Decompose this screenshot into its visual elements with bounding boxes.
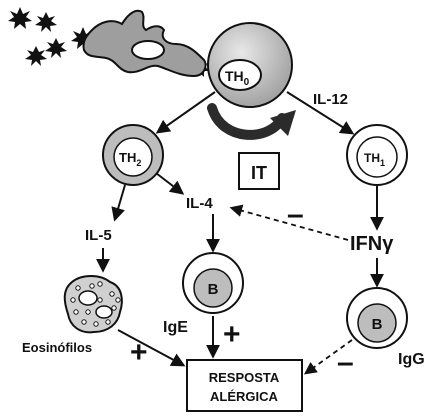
plus-sign-ige: +: [223, 318, 241, 351]
arrow-th2-to-il4: [155, 172, 185, 195]
th0-nucleus: [218, 59, 262, 91]
eosinophils-label: Eosinófilos: [22, 340, 92, 355]
th2-cell: TH2: [102, 124, 164, 186]
allergic-response-box: RESPOSTA ALÉRGICA: [186, 359, 303, 412]
minus-sign-igg: –: [337, 346, 354, 379]
igg-label: IgG: [398, 351, 425, 368]
th2-label: TH2: [119, 150, 141, 168]
arrow-th2-to-il5: [111, 184, 126, 222]
starburst-icon: [8, 7, 32, 29]
ifn-gamma-label: IFNγ: [350, 233, 394, 255]
it-box: IT: [238, 152, 280, 190]
arrow-th0-to-th2: [155, 91, 216, 134]
starburst-icon: [25, 46, 47, 66]
th1-label: TH1: [364, 151, 385, 168]
response-line1: RESPOSTA: [209, 370, 280, 385]
th0-cell: TH0: [207, 22, 293, 108]
svg-text:B: B: [372, 316, 383, 333]
b-cell-igg: B: [346, 287, 408, 349]
apc-nucleus: [131, 40, 165, 60]
il12-label: IL-12: [313, 91, 348, 108]
arrow-th0-to-th1: [286, 91, 355, 135]
svg-text:B: B: [208, 281, 219, 298]
ige-label: IgE: [163, 319, 188, 336]
curved-arrowhead: [270, 110, 296, 136]
th0-label: TH0: [225, 68, 250, 88]
b-cell-ige: B: [182, 252, 244, 314]
response-line2: ALÉRGICA: [210, 389, 279, 404]
th1-cell: TH1: [346, 124, 408, 186]
dendritic-cell-icon: [82, 9, 207, 78]
il5-label: IL-5: [85, 227, 112, 244]
starburst-icon: [45, 38, 67, 58]
svg-text:IT: IT: [251, 163, 267, 183]
il4-label: IL-4: [186, 195, 213, 212]
starburst-icon: [35, 12, 57, 32]
arrow-eosinophil-to-response: [117, 329, 186, 367]
dashed-arrow-igg-to-response: [303, 339, 353, 375]
minus-sign-il4: –: [287, 198, 304, 231]
starburst-icon: [71, 27, 95, 49]
curved-arrow: [207, 103, 287, 140]
dashed-arrow-ifn-to-il4: [229, 204, 349, 241]
granulocyte-icon: [63, 275, 123, 334]
